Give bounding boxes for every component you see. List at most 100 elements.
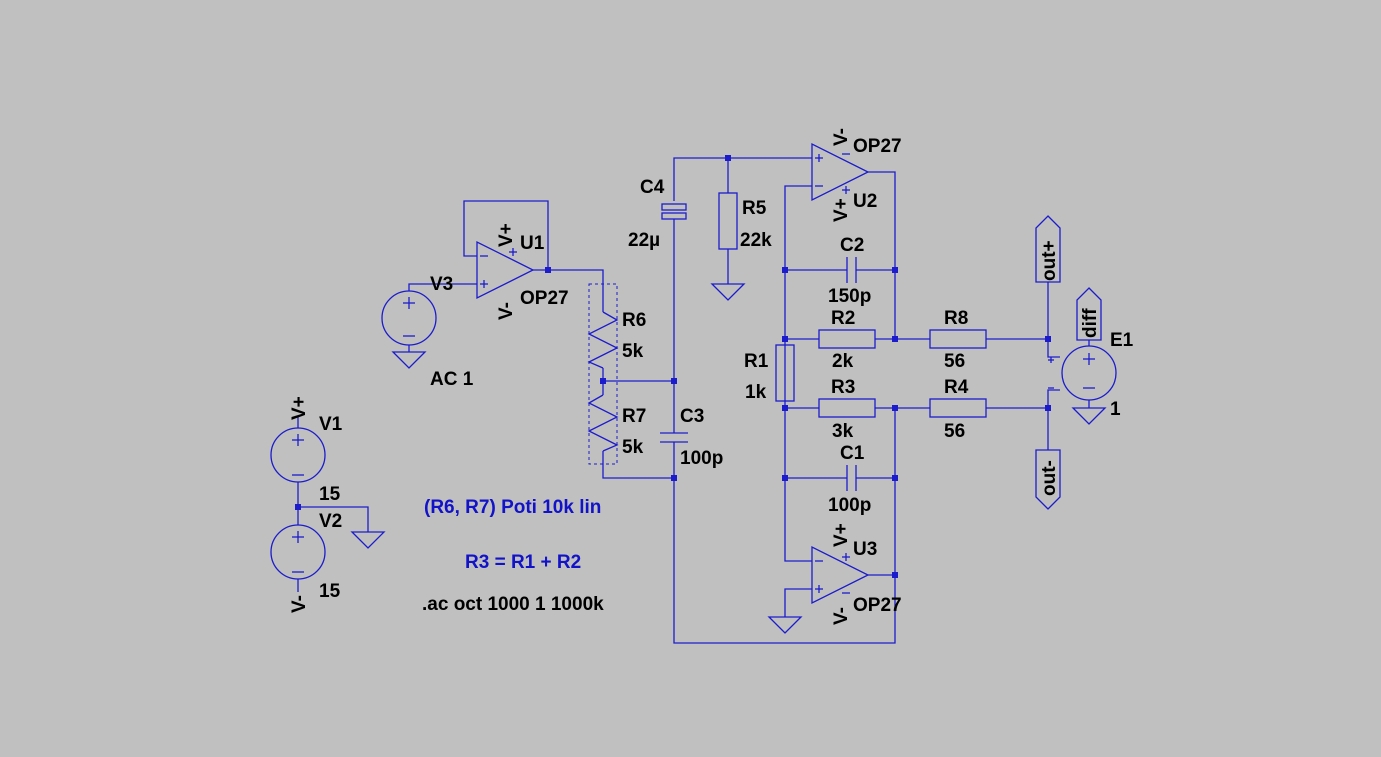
u2-inv-wire xyxy=(784,185,812,408)
u2-vminus: V- xyxy=(831,128,852,146)
u1-feedback xyxy=(463,200,549,270)
u1-name: U1 xyxy=(520,233,545,254)
v1-value: 15 xyxy=(319,484,341,505)
ground-symbol xyxy=(350,531,386,549)
ac-source-v3[interactable] xyxy=(381,290,437,346)
v2-netlabel: V- xyxy=(289,595,310,613)
junction xyxy=(671,475,677,481)
v2-name: V2 xyxy=(319,511,342,532)
junction xyxy=(295,504,301,510)
c1-name: C1 xyxy=(840,443,865,464)
r5-name: R5 xyxy=(742,198,767,219)
r8-value: 56 xyxy=(944,351,965,372)
c2-value: 150p xyxy=(828,286,871,307)
junction xyxy=(782,267,788,273)
out-plus-label: out+ xyxy=(1039,240,1060,281)
c4-top-wire xyxy=(673,157,812,201)
u3-name: U3 xyxy=(853,539,877,560)
resistor-r2[interactable] xyxy=(818,329,876,349)
r6-name: R6 xyxy=(622,310,646,331)
netlabel-out-minus[interactable]: out- xyxy=(1035,449,1061,510)
c2-name: C2 xyxy=(840,235,864,256)
u2-vplus: V+ xyxy=(831,198,852,222)
u3-gnd-wire xyxy=(784,588,812,617)
r8-name: R8 xyxy=(944,308,968,329)
supply-v1[interactable] xyxy=(270,416,326,483)
r2-value: 2k xyxy=(832,351,854,372)
v1-name: V1 xyxy=(319,414,343,435)
capacitor-c3[interactable] xyxy=(660,432,688,443)
r1-value: 1k xyxy=(745,382,767,403)
v3-wire xyxy=(408,283,477,291)
r3-equation-comment: R3 = R1 + R2 xyxy=(465,552,581,573)
r3-value: 3k xyxy=(832,421,854,442)
u2-output-wire xyxy=(868,171,896,339)
u3-vplus: V+ xyxy=(831,523,852,547)
junction xyxy=(671,378,677,384)
u1-output-wire xyxy=(533,269,604,312)
r4-right-wire xyxy=(986,389,1060,409)
u2-model: OP27 xyxy=(853,136,902,157)
capacitor-c2[interactable] xyxy=(846,257,857,283)
netlabel-out-plus[interactable]: out+ xyxy=(1035,215,1061,283)
poti-comment: (R6, R7) Poti 10k lin xyxy=(424,497,601,518)
opamp-u1[interactable] xyxy=(476,240,535,300)
resistor-r1[interactable] xyxy=(775,344,795,402)
resistor-r8[interactable] xyxy=(929,329,987,349)
c3-value: 100p xyxy=(680,448,723,469)
u3-model: OP27 xyxy=(853,595,902,616)
resistor-r7[interactable] xyxy=(587,394,619,452)
resistor-r5[interactable] xyxy=(718,192,738,250)
junction xyxy=(892,267,898,273)
voltage-source-e1[interactable] xyxy=(1048,345,1117,401)
u1-vminus: V- xyxy=(496,302,517,320)
diff-label: diff xyxy=(1080,308,1101,338)
ac-directive[interactable]: .ac oct 1000 1 1000k xyxy=(422,594,604,615)
r1-name: R1 xyxy=(744,351,769,372)
v2-value: 15 xyxy=(319,581,341,602)
c3-name: C3 xyxy=(680,406,704,427)
junction xyxy=(892,572,898,578)
capacitor-c1[interactable] xyxy=(846,465,857,491)
c3-bottom-wire xyxy=(673,442,896,644)
resistor-r4[interactable] xyxy=(929,398,987,418)
u2-name: U2 xyxy=(853,191,877,212)
supply-v2[interactable] xyxy=(270,524,326,592)
r4-value: 56 xyxy=(944,421,965,442)
poti-bottom-wire xyxy=(602,451,674,479)
junction xyxy=(782,475,788,481)
r7-name: R7 xyxy=(622,406,646,427)
netlabel-diff[interactable]: diff xyxy=(1076,287,1102,341)
v1-netlabel: V+ xyxy=(289,396,310,420)
junction xyxy=(782,336,788,342)
opamp-u2[interactable] xyxy=(811,142,870,202)
r2-name: R2 xyxy=(831,308,855,329)
r4-name: R4 xyxy=(944,377,969,398)
v3-name: V3 xyxy=(430,274,453,295)
r3-name: R3 xyxy=(831,377,855,398)
u3-vminus: V- xyxy=(831,607,852,625)
junction xyxy=(545,267,551,273)
c1-value: 100p xyxy=(828,495,871,516)
opamp-u3[interactable] xyxy=(811,545,870,605)
r8-right-wire xyxy=(986,338,1060,358)
c4-value: 22µ xyxy=(628,230,660,251)
c4-name: C4 xyxy=(640,177,665,198)
ground-symbol xyxy=(391,351,427,369)
ground-symbol xyxy=(1071,407,1107,425)
r1-c1-wire xyxy=(784,408,812,562)
supply-gnd-wire xyxy=(298,506,369,532)
resistor-r3[interactable] xyxy=(818,398,876,418)
junction xyxy=(892,336,898,342)
junction xyxy=(600,378,606,384)
v3-value: AC 1 xyxy=(430,369,474,390)
ground-symbol xyxy=(767,616,803,634)
e1-value: 1 xyxy=(1110,399,1121,420)
resistor-r6[interactable] xyxy=(587,311,619,369)
ground-symbol xyxy=(710,283,746,301)
capacitor-c4[interactable] xyxy=(661,203,687,220)
u1-vplus: V+ xyxy=(496,223,517,247)
r5-value: 22k xyxy=(740,230,772,251)
out-minus-label: out- xyxy=(1039,460,1060,496)
